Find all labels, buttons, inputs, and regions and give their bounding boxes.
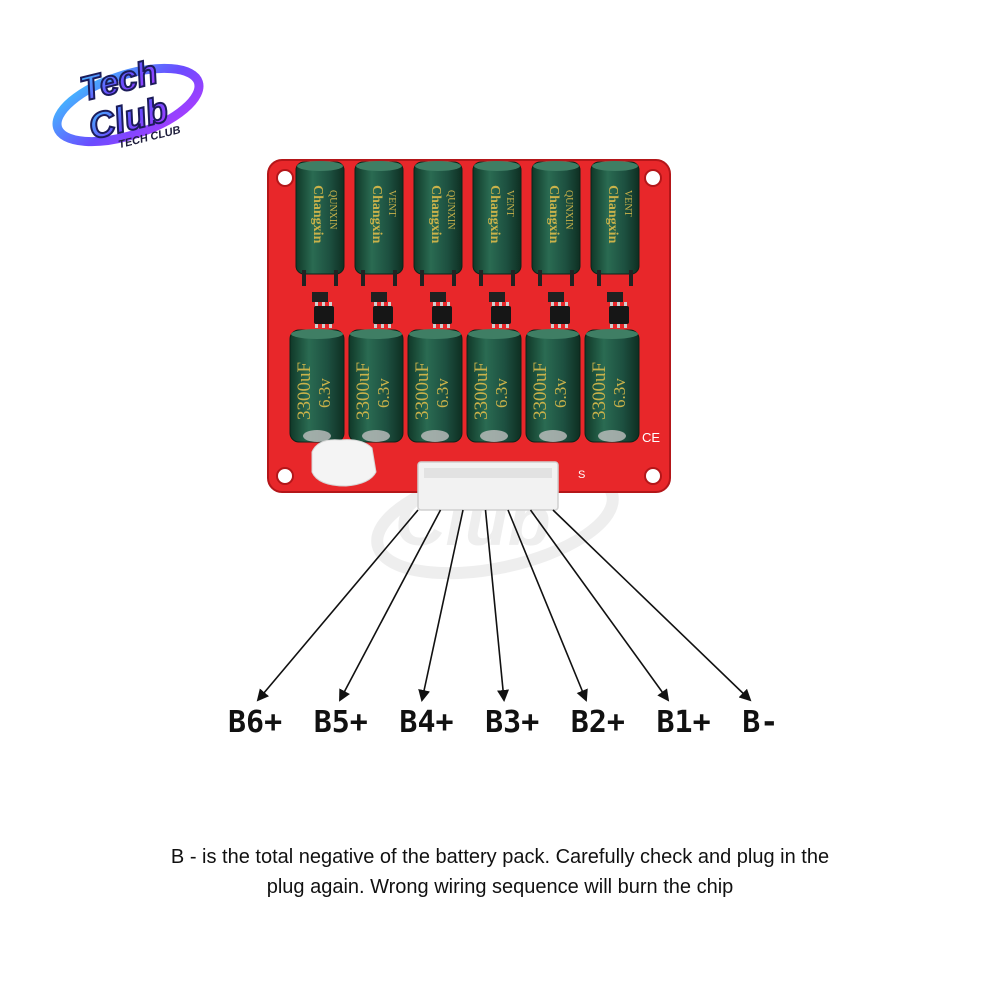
- balancer-chip: [607, 292, 629, 328]
- capacitor-value-text: 3300uF: [412, 362, 433, 420]
- capacitor-voltage-text: 6.3v: [492, 378, 511, 408]
- capacitor-voltage-text: 6.3v: [610, 378, 629, 408]
- pin-arrow: [529, 509, 670, 702]
- mounting-hole: [276, 169, 294, 187]
- balancer-chip: [489, 292, 511, 328]
- ce-mark: CE: [642, 430, 660, 445]
- capacitor-brand-text: Changxin: [428, 185, 443, 244]
- capacitor-value-text: 3300uF: [589, 362, 610, 420]
- capacitor-voltage-text: 6.3v: [315, 378, 334, 408]
- capacitor-brand-text: Changxin: [310, 185, 325, 244]
- capacitor-mark-text: QUNXIN: [563, 190, 574, 229]
- capacitor-mark-text: QUNXIN: [445, 190, 456, 229]
- pin-label: B-: [742, 705, 778, 740]
- pin-arrow: [507, 509, 588, 702]
- capacitor-brand-text: Changxin: [546, 185, 561, 244]
- mounting-hole: [276, 467, 294, 485]
- balancer-chip: [430, 292, 452, 328]
- capacitor-value-text: 3300uF: [530, 362, 551, 420]
- pin-labels: B6+ B5+ B4+ B3+ B2+ B1+ B-: [228, 705, 778, 740]
- capacitor-brand-text: Changxin: [605, 185, 620, 244]
- pin-arrow: [256, 509, 419, 702]
- pin-label: B6+: [228, 705, 282, 740]
- pin-label: B4+: [399, 705, 453, 740]
- pin-label: B2+: [571, 705, 625, 740]
- capacitor-voltage-text: 6.3v: [374, 378, 393, 408]
- capacitor-voltage-text: 6.3v: [433, 378, 452, 408]
- note-line-2: plug again. Wrong wiring sequence will b…: [266, 876, 734, 898]
- balancer-chip: [548, 292, 570, 328]
- capacitor-brand-text: Changxin: [369, 185, 384, 244]
- pin-arrow: [418, 509, 464, 702]
- wiring-note: B - is the total negative of the battery…: [90, 842, 910, 902]
- capacitor-value-text: 3300uF: [471, 362, 492, 420]
- pin-label: B1+: [657, 705, 711, 740]
- capacitor-brand-text: Changxin: [487, 185, 502, 244]
- capacitor-value-text: 3300uF: [353, 362, 374, 420]
- pin-arrow: [339, 509, 442, 702]
- wire-bundle: [311, 439, 377, 487]
- pin-label: B5+: [314, 705, 368, 740]
- pin-arrows: [256, 509, 752, 702]
- capacitor-value-text: 3300uF: [294, 362, 315, 420]
- pin-label: B3+: [485, 705, 539, 740]
- mounting-hole: [644, 169, 662, 187]
- balancer-chip: [371, 292, 393, 328]
- silkscreen-s: S: [578, 469, 585, 481]
- capacitor-voltage-text: 6.3v: [551, 378, 570, 408]
- capacitor-mark-text: VENT: [386, 190, 397, 217]
- balancer-chip: [312, 292, 334, 328]
- capacitor-mark-text: VENT: [622, 190, 633, 217]
- brand-logo: Tech Club TECH CLUB: [52, 52, 204, 151]
- chip-row: [312, 292, 629, 328]
- capacitor-mark-text: QUNXIN: [327, 190, 338, 229]
- mounting-hole: [644, 467, 662, 485]
- pin-arrow: [552, 509, 752, 702]
- capacitor-mark-text: VENT: [504, 190, 515, 217]
- note-line-1: B - is the total negative of the battery…: [170, 846, 830, 868]
- pin-arrow: [484, 509, 510, 702]
